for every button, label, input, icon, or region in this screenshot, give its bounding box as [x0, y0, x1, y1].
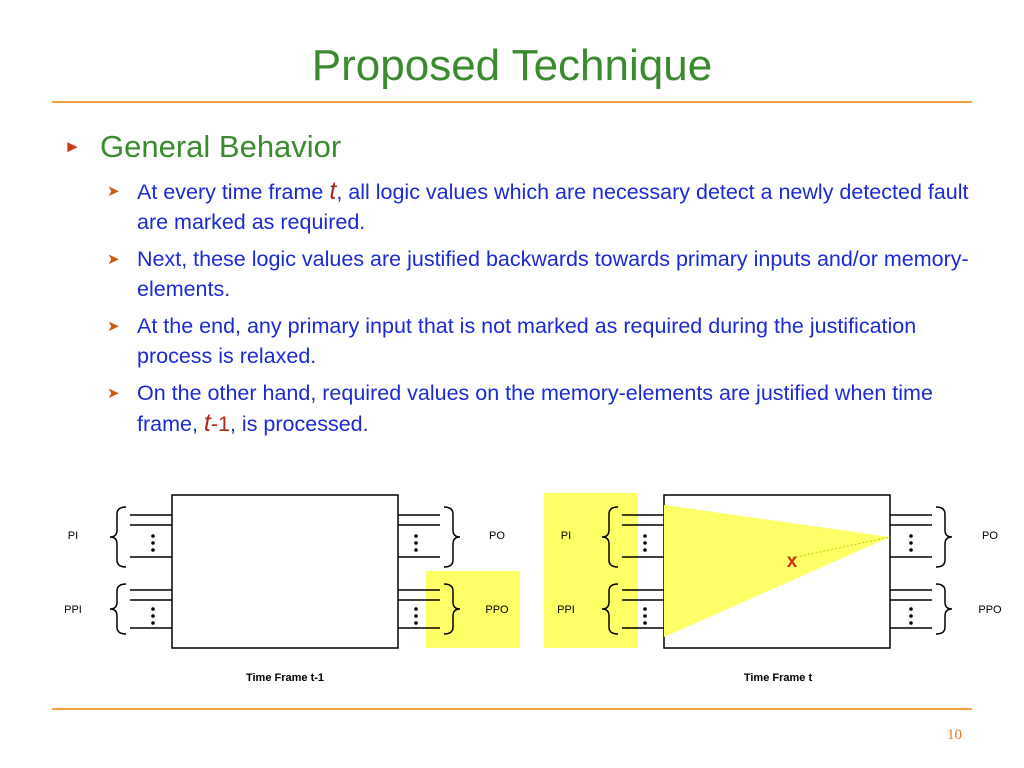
left-pi-wires	[130, 514, 172, 558]
ellipsis-dot	[643, 614, 647, 618]
sub-bullet-3-text: At the end, any primary input that is no…	[137, 314, 917, 368]
sub-bullet-4-text-a: On the other hand, required values on th…	[137, 381, 933, 436]
ellipsis-dots	[151, 534, 913, 625]
sub-bullet-1-text-b: , all logic values which are necessary d…	[137, 180, 969, 234]
ellipsis-dot	[643, 607, 647, 611]
right-frame-caption: Time Frame t	[744, 672, 813, 684]
sub-bullet-1-variable: t	[329, 177, 337, 205]
right-pi-label: PI	[561, 530, 571, 542]
slide-title: Proposed Technique	[311, 41, 713, 90]
ellipsis-dot	[909, 614, 913, 618]
ellipsis-dot	[909, 607, 913, 611]
ellipsis-dot	[414, 614, 418, 618]
right-po-brace	[935, 506, 953, 568]
left-po-wires	[398, 514, 440, 558]
right-ppo-label: PPO	[978, 604, 1002, 616]
right-ppi-brace	[601, 583, 619, 635]
ellipsis-dot	[414, 607, 418, 611]
right-ppo-wires	[890, 589, 932, 629]
sub-bullet-2: ➤ Next, these logic values are justified…	[107, 244, 987, 304]
right-ppi-label: PPI	[557, 604, 575, 616]
right-pi-brace	[601, 506, 619, 568]
sub-bullet-1-text-a: At every time frame	[137, 180, 330, 204]
left-ppi-brace	[109, 583, 127, 635]
ellipsis-dot	[909, 548, 913, 552]
ellipsis-dot	[151, 548, 155, 552]
top-divider	[52, 101, 972, 103]
left-ppi-wires	[130, 589, 172, 629]
right-ppi-wires	[622, 589, 664, 629]
right-pi-wires	[622, 514, 664, 558]
left-ppo-label: PPO	[485, 604, 509, 616]
ellipsis-dot	[909, 621, 913, 625]
left-frame-caption: Time Frame t-1	[246, 672, 324, 684]
sub-bullet-4-variable: t	[203, 409, 211, 437]
ellipsis-dot	[643, 621, 647, 625]
ellipsis-dot	[414, 534, 418, 538]
left-ppi-label: PPI	[64, 604, 82, 616]
sub-bullet-1: ➤ At every time frame t, all logic value…	[107, 176, 987, 237]
left-ppo-highlight	[426, 571, 520, 648]
sub-bullet-4-variable-suffix: -1	[210, 412, 230, 436]
ellipsis-dot	[151, 534, 155, 538]
left-pi-label: PI	[68, 530, 78, 542]
ellipsis-dot	[643, 541, 647, 545]
ellipsis-dot	[151, 621, 155, 625]
left-po-label: PO	[489, 530, 505, 542]
left-ppo-wires	[398, 589, 440, 629]
right-po-wires	[890, 514, 932, 558]
sub-bullet-3: ➤ At the end, any primary input that is …	[107, 311, 987, 371]
ellipsis-dot	[414, 548, 418, 552]
ellipsis-dot	[643, 534, 647, 538]
right-input-highlight	[544, 493, 638, 648]
sub-bullet-list: ➤ At every time frame t, all logic value…	[107, 176, 987, 446]
left-po-brace	[443, 506, 461, 568]
sub-bullet-4: ➤ On the other hand, required values on …	[107, 378, 987, 439]
ellipsis-dot	[414, 621, 418, 625]
bottom-divider	[52, 708, 972, 710]
arrow-bullet-icon: ➤	[107, 318, 120, 335]
ellipsis-dot	[151, 541, 155, 545]
ellipsis-dot	[151, 614, 155, 618]
sub-bullet-4-text-b: , is processed.	[229, 412, 369, 436]
left-pi-brace	[109, 506, 127, 568]
right-ppo-brace	[935, 583, 953, 635]
sub-bullet-2-text: Next, these logic values are justified b…	[137, 247, 969, 301]
ellipsis-dot	[151, 607, 155, 611]
triangle-bullet-icon: ►	[64, 137, 81, 156]
slide-number: 10	[947, 727, 962, 743]
ellipsis-dot	[643, 548, 647, 552]
left-ppo-brace	[443, 583, 461, 635]
ellipsis-dot	[414, 541, 418, 545]
justification-cone	[664, 505, 890, 637]
left-circuit-box	[171, 494, 399, 649]
fault-propagation-line	[791, 536, 891, 559]
ellipsis-dot	[909, 534, 913, 538]
arrow-bullet-icon: ➤	[107, 385, 120, 402]
fault-marker: x	[787, 551, 798, 572]
ellipsis-dot	[909, 541, 913, 545]
right-po-label: PO	[982, 530, 998, 542]
bullet-heading: General Behavior	[100, 129, 342, 164]
arrow-bullet-icon: ➤	[107, 251, 120, 268]
arrow-bullet-icon: ➤	[107, 183, 120, 200]
